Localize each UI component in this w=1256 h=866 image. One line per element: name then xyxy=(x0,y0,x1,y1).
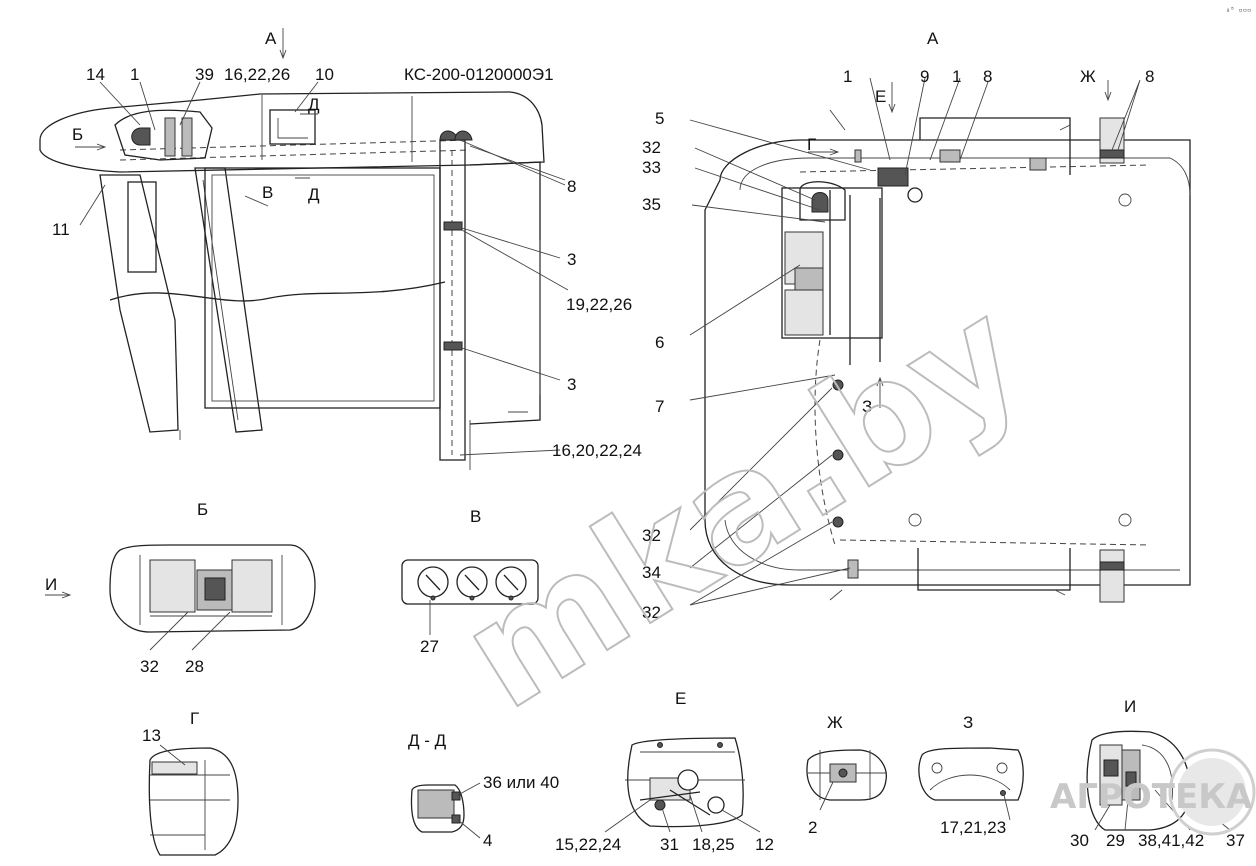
detail-view-b xyxy=(45,544,316,651)
callout-33: 33 xyxy=(642,158,661,177)
callout-10: 10 xyxy=(315,65,334,84)
view-b-arrow-label: Б xyxy=(72,125,83,144)
callout-3-lower: 3 xyxy=(567,375,576,394)
callout-3-upper: 3 xyxy=(567,250,576,269)
view-b-title: Б xyxy=(197,500,208,519)
view-z-arrow-label: З xyxy=(862,397,872,416)
callout-37: 37 xyxy=(1226,831,1245,850)
callout-32-top-c: 32 xyxy=(642,603,661,622)
document-code: КС-200-0120000Э1 xyxy=(404,65,554,84)
callout-8-left: 8 xyxy=(567,177,576,196)
leaders-top-view xyxy=(689,77,1141,606)
site-watermark: mka.by xyxy=(434,267,1052,743)
callout-32-top-a: 32 xyxy=(642,138,661,157)
callout-9: 9 xyxy=(920,67,929,86)
view-v-title: В xyxy=(470,507,481,526)
leaders-left xyxy=(75,28,569,456)
callout-38-41-42: 38,41,42 xyxy=(1138,831,1204,850)
callout-8-top-a: 8 xyxy=(983,67,992,86)
callout-16-22-26: 16,22,26 xyxy=(224,65,290,84)
detail-view-dd xyxy=(410,782,481,839)
view-e-arrow-label: Е xyxy=(875,87,886,106)
view-g-arrow-label: Г xyxy=(807,135,816,154)
detail-view-i xyxy=(1086,730,1231,831)
view-zh-arrow-label: Ж xyxy=(1080,67,1096,86)
callout-11: 11 xyxy=(52,220,70,239)
view-zh-title: Ж xyxy=(827,713,843,732)
callout-2: 2 xyxy=(808,818,817,837)
callout-32-top-b: 32 xyxy=(642,526,661,545)
detail-view-z xyxy=(918,747,1024,821)
callout-14: 14 xyxy=(86,65,105,84)
logo-text: АГРОТЕКА xyxy=(1050,777,1253,817)
view-z-title: З xyxy=(963,713,973,732)
section-d-top-label: Д xyxy=(308,95,320,114)
callout-1-top-a: 1 xyxy=(843,67,852,86)
callout-34: 34 xyxy=(642,563,661,582)
view-dd-title: Д - Д xyxy=(408,731,447,750)
callout-8-top-b: 8 xyxy=(1145,67,1154,86)
callout-12: 12 xyxy=(755,835,774,854)
callout-19-22-26: 19,22,26 xyxy=(566,295,632,314)
view-i-title: И xyxy=(1124,697,1136,716)
view-i-arrow-label: И xyxy=(45,575,57,594)
callout-1-top-b: 1 xyxy=(952,67,961,86)
detail-view-g xyxy=(148,744,239,856)
detail-view-e xyxy=(604,737,761,833)
view-g-title: Г xyxy=(190,709,199,728)
callout-15-22-24: 15,22,24 xyxy=(555,835,621,854)
callout-39: 39 xyxy=(195,65,214,84)
callout-35: 35 xyxy=(642,195,661,214)
callout-28: 28 xyxy=(185,657,204,676)
callout-31: 31 xyxy=(660,835,679,854)
callout-17-21-23: 17,21,23 xyxy=(940,818,1006,837)
callout-13: 13 xyxy=(142,726,161,745)
agroteka-logo-seal: АГРОТЕКА xyxy=(1050,748,1256,836)
callout-18-25: 18,25 xyxy=(692,835,735,854)
callout-36-or-40: 36 или 40 xyxy=(483,773,559,792)
callout-7: 7 xyxy=(655,397,664,416)
view-a-title: А xyxy=(927,29,939,48)
callout-27: 27 xyxy=(420,637,439,656)
view-a-arrow-label: А xyxy=(265,29,277,48)
callout-5: 5 xyxy=(655,109,664,128)
view-e-title: Е xyxy=(675,689,686,708)
callout-30: 30 xyxy=(1070,831,1089,850)
callout-29: 29 xyxy=(1106,831,1125,850)
view-v-arrow-label: В xyxy=(262,183,273,202)
callout-4: 4 xyxy=(483,831,492,850)
detail-view-v xyxy=(401,559,539,635)
callout-6: 6 xyxy=(655,333,664,352)
callout-32-view-b: 32 xyxy=(140,657,159,676)
detail-view-zh xyxy=(806,749,887,811)
callout-1: 1 xyxy=(130,65,139,84)
callout-16-20-22-24: 16,20,22,24 xyxy=(552,441,642,460)
corner-mark: ₀⁸ ▫▫▫ xyxy=(1226,6,1251,14)
section-d-bottom-label: Д xyxy=(308,185,320,204)
cab-top-view xyxy=(704,109,1191,603)
cab-side-view xyxy=(39,91,545,470)
